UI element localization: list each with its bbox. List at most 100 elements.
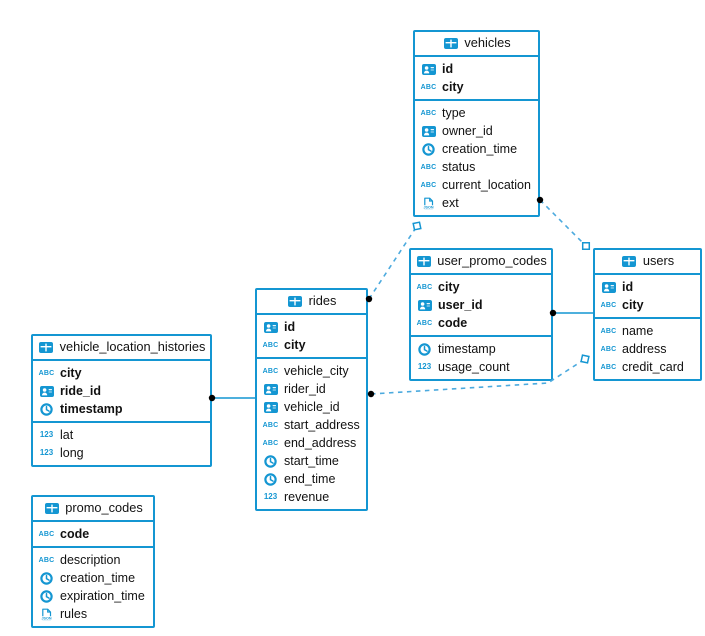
table-grid-icon: [43, 502, 60, 515]
column-row[interactable]: creation_time: [415, 140, 538, 158]
column-row[interactable]: rider_id: [257, 380, 366, 398]
table-grid-icon: [415, 255, 432, 268]
column-name: type: [442, 105, 466, 120]
abc-text-type-icon: ABC: [262, 341, 279, 349]
table-header[interactable]: rides: [257, 290, 366, 315]
column-name: city: [622, 297, 644, 312]
column-name: ext: [442, 195, 459, 210]
table-header[interactable]: vehicles: [415, 32, 538, 57]
clock-type-icon: [262, 454, 279, 468]
column-row[interactable]: id: [257, 318, 366, 336]
column-row[interactable]: ABC city: [595, 296, 700, 314]
column-name: city: [438, 279, 460, 294]
clock-type-icon: [420, 142, 437, 156]
column-row[interactable]: vehicle_id: [257, 398, 366, 416]
table-grid-icon: [621, 255, 638, 268]
abc-text-type-icon: ABC: [600, 345, 617, 353]
clock-type-icon: [262, 472, 279, 486]
column-name: current_location: [442, 177, 531, 192]
column-name: vehicle_id: [284, 399, 340, 414]
column-row[interactable]: expiration_time: [33, 587, 153, 605]
column-name: rider_id: [284, 381, 326, 396]
clock-type-icon: [38, 589, 55, 603]
column-name: start_address: [284, 417, 360, 432]
column-row[interactable]: ride_id: [33, 382, 210, 400]
column-row[interactable]: ABC address: [595, 340, 700, 358]
abc-text-type-icon: ABC: [416, 319, 433, 327]
id-badge-icon: [38, 385, 55, 398]
column-row[interactable]: ABC vehicle_city: [257, 362, 366, 380]
column-row[interactable]: id: [415, 60, 538, 78]
table-header[interactable]: user_promo_codes: [411, 250, 551, 275]
table-name: user_promo_codes: [437, 253, 547, 269]
table-name: vehicle_location_histories: [59, 339, 206, 355]
numeric-123-type-icon: 123: [39, 430, 54, 439]
column-name: id: [622, 279, 634, 294]
abc-text-type-icon: ABC: [600, 301, 617, 309]
column-row[interactable]: timestamp: [33, 400, 210, 418]
column-row[interactable]: owner_id: [415, 122, 538, 140]
column-row[interactable]: creation_time: [33, 569, 153, 587]
column-row[interactable]: start_time: [257, 452, 366, 470]
table-grid-icon: [287, 295, 304, 308]
table-header[interactable]: vehicle_location_histories: [33, 336, 210, 361]
column-row[interactable]: ABC city: [411, 278, 551, 296]
svg-text:JSON: JSON: [423, 205, 433, 209]
column-name: revenue: [284, 489, 330, 504]
abc-text-type-icon: ABC: [416, 283, 433, 291]
column-name: address: [622, 341, 667, 356]
table-header[interactable]: promo_codes: [33, 497, 153, 522]
id-badge-icon: [420, 125, 437, 138]
clock-type-icon: [416, 342, 433, 356]
column-row[interactable]: timestamp: [411, 340, 551, 358]
svg-text:JSON: JSON: [41, 616, 51, 620]
numeric-123-type-icon: 123: [263, 492, 278, 501]
column-row[interactable]: ABC end_address: [257, 434, 366, 452]
column-row[interactable]: end_time: [257, 470, 366, 488]
column-name: city: [60, 365, 82, 380]
abc-text-type-icon: ABC: [262, 439, 279, 447]
column-name: description: [60, 552, 121, 567]
table-header[interactable]: users: [595, 250, 700, 275]
relationship-diamond-marker: [412, 221, 422, 231]
id-badge-icon: [262, 401, 279, 414]
abc-text-type-icon: ABC: [262, 367, 279, 375]
column-row[interactable]: id: [595, 278, 700, 296]
column-row[interactable]: 123 revenue: [257, 488, 366, 506]
column-name: expiration_time: [60, 588, 145, 603]
column-row[interactable]: JSON ext: [415, 194, 538, 212]
column-row[interactable]: user_id: [411, 296, 551, 314]
column-name: end_address: [284, 435, 357, 450]
numeric-123-type-icon: 123: [39, 448, 54, 457]
column-name: vehicle_city: [284, 363, 349, 378]
abc-text-type-icon: ABC: [38, 530, 55, 538]
